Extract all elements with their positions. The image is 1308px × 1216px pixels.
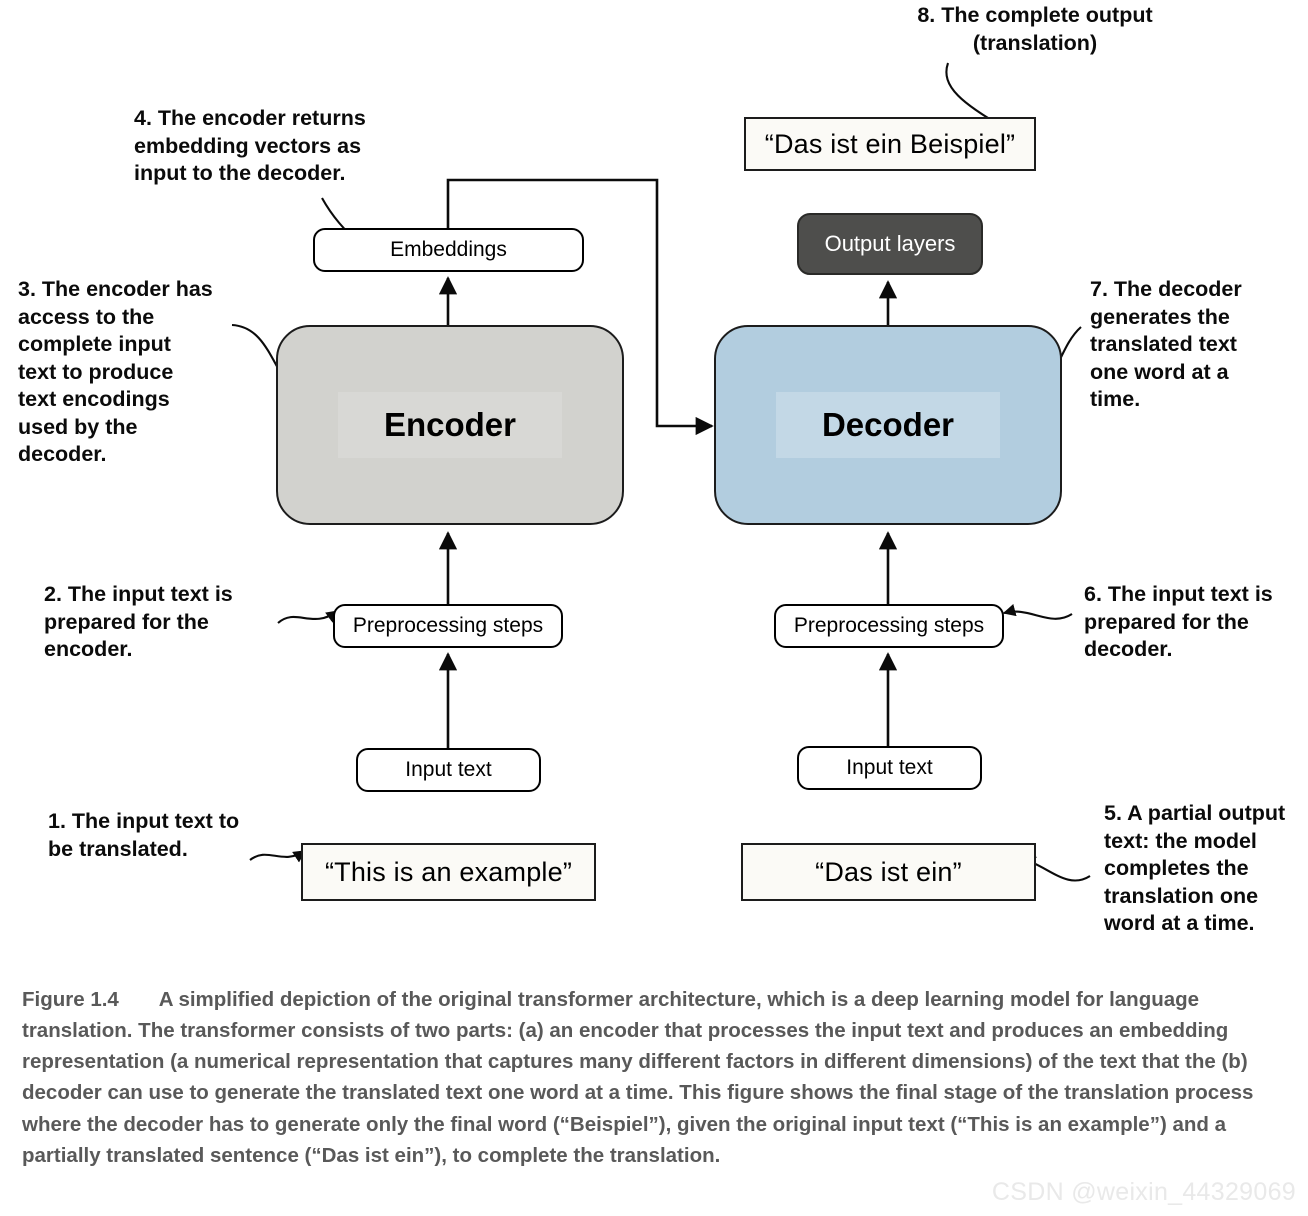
watermark: CSDN @weixin_44329069 bbox=[991, 1178, 1296, 1206]
callout-step6: 6. The input text is prepared for the de… bbox=[1084, 582, 1273, 662]
encoder-preprocessing-box: Preprocessing steps bbox=[333, 604, 563, 648]
leader-step2 bbox=[277, 610, 340, 624]
source-sentence-text: “This is an example” bbox=[324, 856, 573, 887]
complete-translation-box: “Das ist ein Beispiel” bbox=[744, 117, 1036, 171]
callout-step2: 2. The input text is prepared for the en… bbox=[44, 582, 233, 662]
partial-target-sentence-box: “Das ist ein” bbox=[741, 843, 1036, 901]
encoder-box: Encoder bbox=[276, 325, 624, 525]
partial-target-sentence-text: “Das ist ein” bbox=[815, 856, 962, 887]
callout-step8: 8. The complete output (translation) bbox=[917, 3, 1153, 55]
figure-caption-body: A simplified depiction of the original t… bbox=[22, 988, 1254, 1167]
encoder-input-text-label: Input text bbox=[405, 758, 492, 781]
callout-step7: 7. The decoder generates the translated … bbox=[1090, 277, 1242, 412]
callout-step5: 5. A partial output text: the model comp… bbox=[1104, 801, 1286, 936]
decoder-label: Decoder bbox=[775, 392, 1001, 458]
decoder-input-text-box: Input text bbox=[797, 746, 982, 790]
embeddings-label: Embeddings bbox=[390, 238, 507, 261]
complete-translation-text: “Das ist ein Beispiel” bbox=[764, 128, 1016, 159]
output-layers-label: Output layers bbox=[824, 231, 956, 256]
encoder-label: Encoder bbox=[337, 392, 563, 458]
callout-step3: 3. The encoder has access to the complet… bbox=[18, 277, 213, 467]
encoder-preprocessing-label: Preprocessing steps bbox=[352, 614, 544, 637]
figure-caption-label: Figure 1.4 bbox=[22, 988, 119, 1011]
decoder-preprocessing-label: Preprocessing steps bbox=[793, 614, 985, 637]
figure-caption: Figure 1.4 A simplified depiction of the… bbox=[22, 984, 1290, 1171]
leader-step6 bbox=[1002, 603, 1073, 620]
decoder-box: Decoder bbox=[714, 325, 1062, 525]
encoder-input-text-box: Input text bbox=[356, 748, 541, 792]
callout-step4: 4. The encoder returns embedding vectors… bbox=[134, 106, 366, 186]
callout-step1: 1. The input text to be translated. bbox=[48, 809, 240, 861]
decoder-input-text-label: Input text bbox=[846, 756, 933, 779]
source-sentence-box: “This is an example” bbox=[301, 843, 596, 901]
decoder-preprocessing-box: Preprocessing steps bbox=[774, 604, 1004, 648]
output-layers-box: Output layers bbox=[797, 213, 983, 275]
embeddings-box: Embeddings bbox=[313, 228, 584, 272]
